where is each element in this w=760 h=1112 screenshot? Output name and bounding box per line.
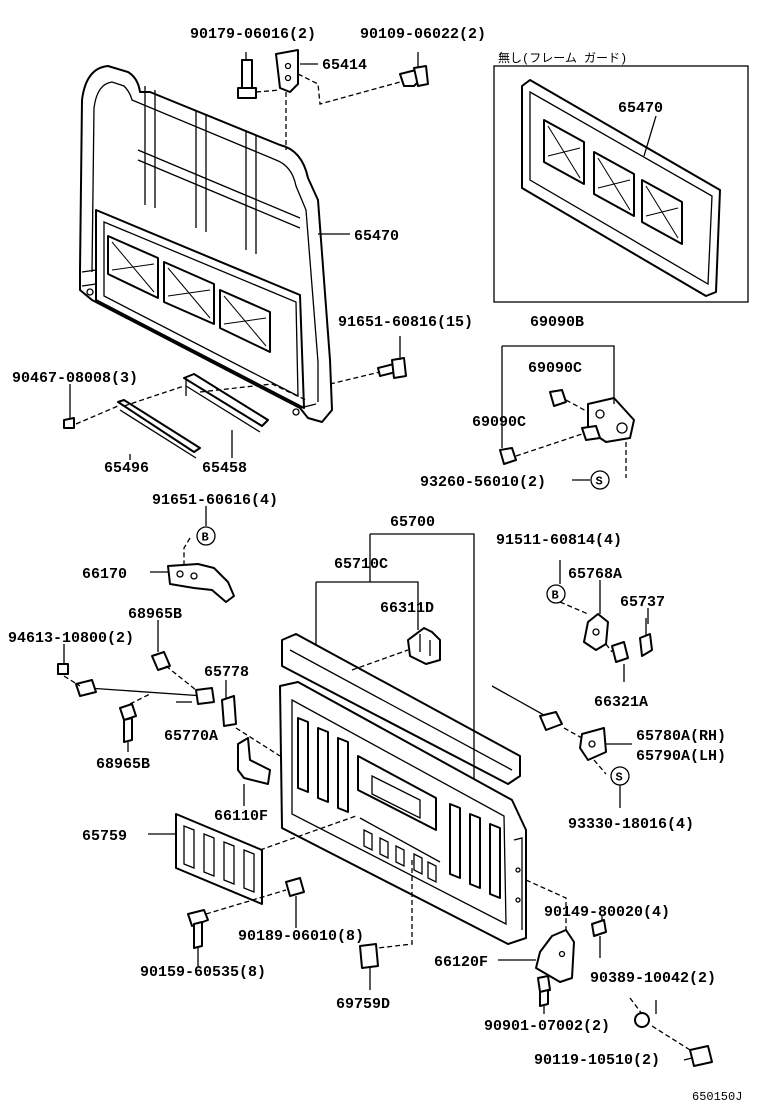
label-66321a: 66321A: [594, 694, 648, 711]
tailgate-65700: [279, 633, 527, 945]
label-93260-56010: 93260-56010(2): [420, 474, 546, 491]
label-66110f: 66110F: [214, 808, 268, 825]
marker-b-right: B: [546, 584, 566, 604]
bolt-90149: [591, 919, 607, 937]
label-68965b-upper: 68965B: [128, 606, 182, 623]
bolt-90901: [537, 975, 551, 1007]
bolt-91651-60816: [377, 357, 407, 379]
bracket-65414: [275, 49, 299, 93]
label-69759d: 69759D: [336, 996, 390, 1013]
label-66311d: 66311D: [380, 600, 434, 617]
label-66170: 66170: [82, 566, 127, 583]
marker-b-left: B: [196, 526, 216, 546]
svg-text:S: S: [596, 475, 603, 489]
rod-65770a: [75, 679, 215, 705]
label-65710c: 65710C: [334, 556, 388, 573]
inset-part-label: 65470: [618, 100, 663, 117]
label-65458: 65458: [202, 460, 247, 477]
label-65778: 65778: [204, 664, 249, 681]
label-91511-60814: 91511-60814(4): [496, 532, 622, 549]
pin-94613: [57, 663, 69, 675]
label-90109-06022: 90109-06022(2): [360, 26, 486, 43]
label-65790a-lh: 65790A(LH): [636, 748, 726, 765]
nut-90189: [285, 877, 305, 897]
label-65770a: 65770A: [164, 728, 218, 745]
bracket-65768a: [583, 613, 609, 651]
label-90119-10510: 90119-10510(2): [534, 1052, 660, 1069]
svg-text:B: B: [552, 589, 559, 603]
label-65470: 65470: [354, 228, 399, 245]
bolt-90179: [237, 59, 257, 99]
label-66120f: 66120F: [434, 954, 488, 971]
inset-no-frame-guard: 無し(フレーム ガード) 65470: [493, 50, 749, 303]
label-90467-08008: 90467-08008(3): [12, 370, 138, 387]
screw-90467: [63, 417, 75, 429]
label-91651-60616: 91651-60616(4): [152, 492, 278, 509]
label-65737: 65737: [620, 594, 665, 611]
label-90159-60535: 90159-60535(8): [140, 964, 266, 981]
label-90389-10042: 90389-10042(2): [590, 970, 716, 987]
label-65768a: 65768A: [568, 566, 622, 583]
label-65780a-rh: 65780A(RH): [636, 728, 726, 745]
bracket-65778: [221, 695, 237, 727]
plate-69759d: [359, 943, 379, 969]
bracket-66110f: [237, 737, 271, 785]
label-94613-10800: 94613-10800(2): [8, 630, 134, 647]
latch-69090b: [581, 397, 635, 443]
latch-65780a: [491, 685, 607, 761]
clip-69090c-upper: [549, 389, 567, 407]
label-65496: 65496: [104, 460, 149, 477]
hinge-66170: [167, 563, 235, 603]
marker-s-upper: S: [590, 470, 610, 490]
frame-guard-65470: [79, 65, 333, 423]
label-68965b-lower: 68965B: [96, 756, 150, 773]
inset-caption: 無し(フレーム ガード): [498, 50, 627, 66]
bolt-90119: [689, 1045, 713, 1067]
label-65414: 65414: [322, 57, 367, 74]
label-69090c-upper: 69090C: [528, 360, 582, 377]
label-93330-18016: 93330-18016(4): [568, 816, 694, 833]
label-65700: 65700: [390, 514, 435, 531]
marker-s-lower: S: [610, 766, 630, 786]
bolt-68965b-upper: [151, 651, 171, 671]
rod-65737: [639, 618, 653, 657]
rail-65496: [117, 399, 201, 459]
washer-90389: [634, 1012, 650, 1028]
rail-65458: [183, 373, 269, 433]
label-90901-07002: 90901-07002(2): [484, 1018, 610, 1035]
label-91651-60816: 91651-60816(15): [338, 314, 473, 331]
label-90149-80020: 90149-80020(4): [544, 904, 670, 921]
svg-text:S: S: [616, 771, 623, 785]
label-65759: 65759: [82, 828, 127, 845]
label-69090b: 69090B: [530, 314, 584, 331]
svg-text:B: B: [202, 531, 209, 545]
bolt-68965b-lower: [119, 703, 137, 743]
label-90189-06010: 90189-06010(8): [238, 928, 364, 945]
panel-65759: [175, 813, 263, 905]
handle-66311d: [407, 627, 441, 665]
label-90179-06016: 90179-06016(2): [190, 26, 316, 43]
bracket-66120f: [535, 929, 575, 983]
clip-66321a: [611, 641, 629, 663]
diagram-code: 650150J: [692, 1090, 742, 1104]
clip-69090c-lower: [499, 447, 517, 465]
bolt-90159: [187, 909, 209, 949]
bolt-90109: [399, 65, 429, 87]
label-69090c-lower: 69090C: [472, 414, 526, 431]
